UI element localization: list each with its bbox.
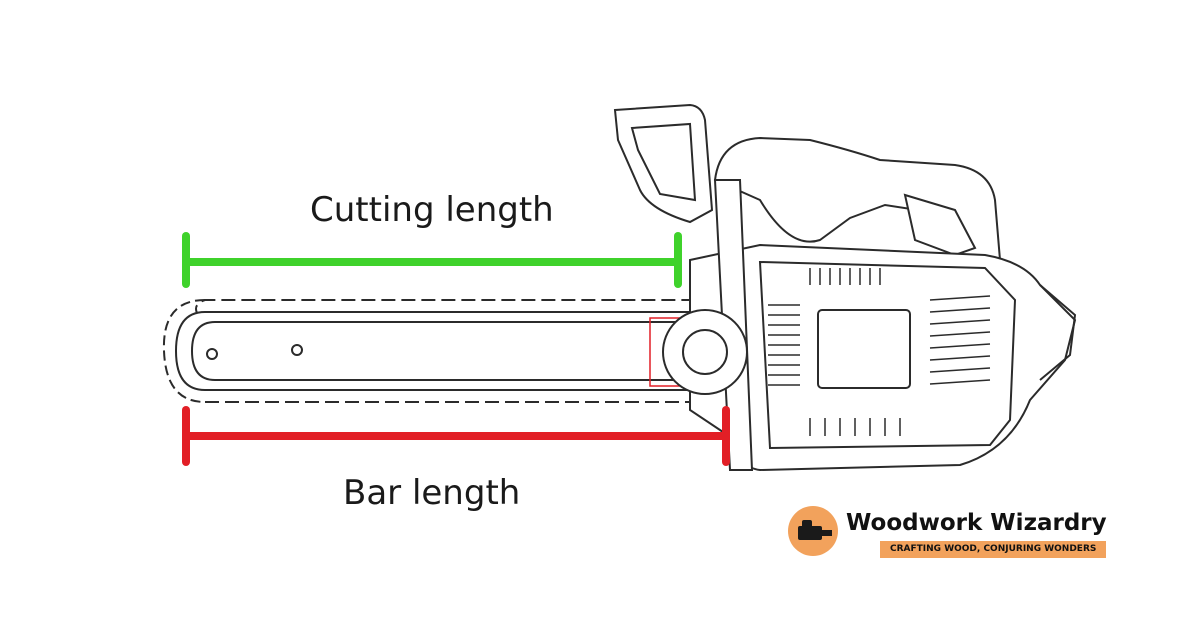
cutting-length-marker (182, 232, 682, 288)
sprocket-cover (662, 309, 748, 395)
engine-window (817, 309, 911, 389)
hand-guard-inner (630, 122, 697, 202)
hand-guard (613, 103, 714, 224)
brand-name: Woodwork Wizardry (846, 510, 1107, 536)
chainsaw-logo-icon (788, 506, 838, 556)
bar-body (174, 311, 691, 391)
bar-rivet-2 (291, 344, 303, 356)
chain-nose (162, 299, 206, 403)
engine-panel (758, 260, 1017, 450)
brand-block: Woodwork Wizardry CRAFTING WOOD, CONJURI… (788, 506, 1138, 566)
rear-cone (1039, 284, 1077, 381)
bar-rivet-1 (206, 348, 218, 360)
chainsaw-body (613, 103, 1077, 472)
sprocket (682, 329, 728, 375)
bar-length-marker (182, 406, 730, 466)
top-handle (713, 136, 1002, 266)
brand-tagline: CRAFTING WOOD, CONJURING WONDERS (880, 541, 1107, 558)
bar-length-label: Bar length (343, 473, 521, 513)
cutting-length-label: Cutting length (310, 190, 554, 230)
bar-inner (190, 321, 681, 381)
cooling-vents (768, 268, 991, 436)
guide-bar (162, 299, 691, 403)
throttle-grip (903, 193, 977, 257)
